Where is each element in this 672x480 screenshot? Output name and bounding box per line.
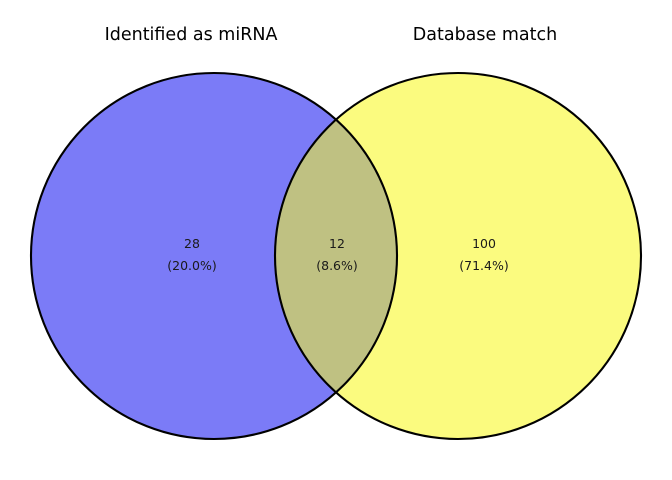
region-count-intersection: 12 <box>329 236 345 251</box>
venn-circle-right-outline <box>273 71 643 441</box>
region-count-left-only: 28 <box>184 236 200 251</box>
venn-intersection-fill <box>275 73 397 439</box>
region-count-right-only: 100 <box>472 236 496 251</box>
set-title-right: Database match <box>413 25 557 45</box>
set-title-left: Identified as miRNA <box>105 25 278 45</box>
venn-circle-left-outline <box>29 71 399 441</box>
region-percent-intersection: (8.6%) <box>316 258 358 273</box>
region-percent-right-only: (71.4%) <box>459 258 508 273</box>
venn-intersection-region[interactable] <box>275 73 641 439</box>
region-percent-left-only: (20.0%) <box>167 258 216 273</box>
